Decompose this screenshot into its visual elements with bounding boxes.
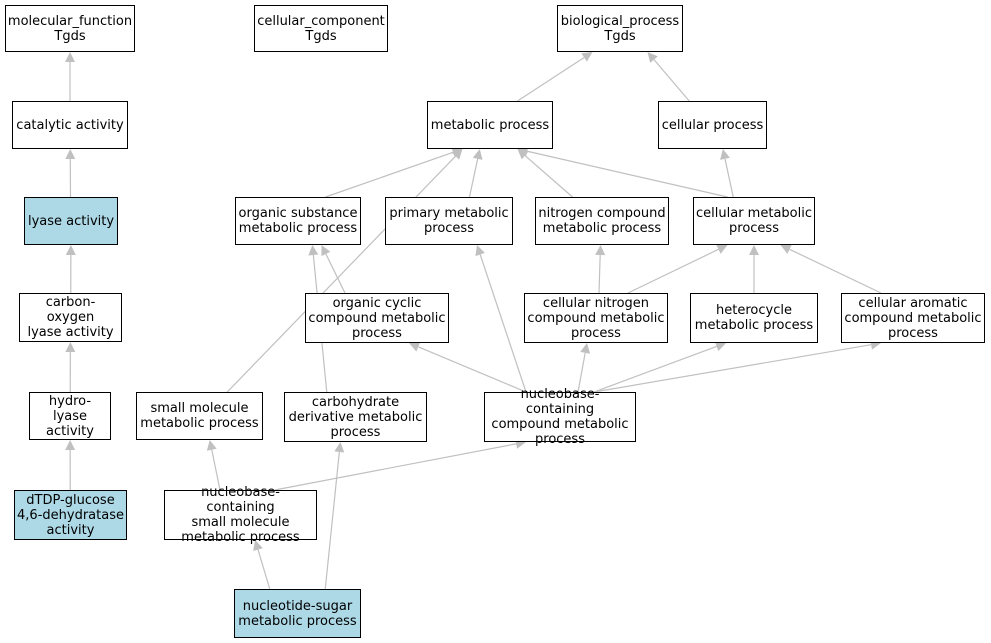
node-carbon-oxygen-lyase-activity[interactable]: carbon-oxygen lyase activity: [19, 293, 122, 342]
arrowhead-hydro_lyase-to-co_lyase: [65, 342, 76, 353]
edge-nucleobase-to-cell_nitrogen: [577, 352, 586, 393]
edge-cellular_proc-to-bp_root: [653, 59, 690, 102]
arrowhead-heterocycle-to-cell_metab: [749, 245, 759, 255]
edge-nucleobase-to-cell_aromatic: [593, 344, 872, 393]
arrowhead-catalytic-to-mf_root: [65, 52, 75, 62]
edge-cell_nitrogen-to-nitrogen: [598, 254, 601, 294]
node-heterocycle-metabolic-process[interactable]: heterocycle metabolic process: [690, 293, 818, 343]
edge-nucleobase-to-primary: [479, 254, 527, 393]
edge-org_cyclic-to-org_subst: [325, 253, 346, 294]
arrowhead-cellular_proc-to-bp_root: [647, 52, 658, 63]
node-nucleobase-containing-compound-metabolic-process[interactable]: nucleobase-containing compound metabolic…: [484, 387, 636, 447]
node-cellular-metabolic-process[interactable]: cellular metabolic process: [693, 197, 815, 245]
node-organic-cyclic-compound-metabolic-process[interactable]: organic cyclic compound metabolic proces…: [305, 293, 449, 343]
edge-nucleobase-to-heterocycle: [593, 345, 717, 393]
edge-nucleobase-to-org_cyclic: [417, 346, 527, 393]
arrowhead-primary-to-metabolic: [472, 149, 483, 160]
arrowhead-cell_nitrogen-to-cell_metab: [716, 244, 728, 254]
edge-cell_nitrogen-to-cell_metab: [627, 248, 719, 294]
arrowhead-dtdp-to-hydro_lyase: [65, 440, 76, 451]
arrowhead-nb_small-to-small_mol: [206, 440, 217, 451]
node-cellular-process[interactable]: cellular process: [658, 101, 767, 149]
edge-primary-to-metabolic: [468, 158, 479, 198]
arrowhead-cell_metab-to-cellular_proc: [720, 149, 730, 160]
arrowhead-cell_nitrogen-to-nitrogen: [595, 245, 606, 256]
node-hydro-lyase-activity[interactable]: hydro-lyase activity: [29, 392, 111, 440]
edge-nb_small-to-nucleobase: [274, 443, 517, 491]
node-cellular-component[interactable]: cellular_component Tgds: [254, 5, 388, 52]
edge-nuc_sugar-to-carb_deriv: [324, 451, 340, 590]
arrowhead-org_cyclic-to-org_subst: [321, 245, 331, 257]
node-nucleotide-sugar-metabolic-process[interactable]: nucleotide-sugar metabolic process: [234, 589, 361, 638]
arrowhead-nucleobase-to-cell_nitrogen: [580, 343, 591, 354]
node-cellular-nitrogen-compound-metabolic-process[interactable]: cellular nitrogen compound metabolic pro…: [524, 293, 668, 343]
node-primary-metabolic-process[interactable]: primary metabolic process: [385, 197, 513, 245]
edge-org_subst-to-metabolic: [325, 151, 454, 198]
edge-nb_small-to-small_mol: [211, 449, 221, 491]
arrowhead-co_lyase-to-lyase: [65, 245, 76, 256]
arrowhead-nucleobase-to-org_cyclic: [409, 342, 421, 352]
edge-small_mol-to-metabolic: [226, 155, 456, 393]
node-small-molecule-metabolic-process[interactable]: small molecule metabolic process: [136, 392, 263, 440]
node-organic-substance-metabolic-process[interactable]: organic substance metabolic process: [235, 197, 361, 245]
arrowhead-carb_deriv-to-org_subst: [308, 245, 319, 256]
arrowhead-nucleobase-to-primary: [475, 245, 485, 257]
arrowhead-small_mol-to-metabolic: [451, 149, 463, 160]
node-biological-process[interactable]: biological_process Tgds: [557, 5, 683, 52]
node-cellular-aromatic-compound-metabolic-process[interactable]: cellular aromatic compound metabolic pro…: [841, 293, 985, 343]
node-molecular-function[interactable]: molecular_function Tgds: [5, 5, 135, 52]
node-nitrogen-compound-metabolic-process[interactable]: nitrogen compound metabolic process: [535, 197, 669, 245]
arrowhead-cell_aromatic-to-cell_metab: [780, 244, 792, 254]
edge-cell_metab-to-metabolic: [527, 150, 728, 198]
arrowhead-nuc_sugar-to-carb_deriv: [334, 442, 345, 453]
arrowhead-nucleobase-to-heterocycle: [714, 341, 726, 352]
edge-nuc_sugar-to-nb_small: [257, 549, 271, 590]
arrowhead-metabolic-to-bp_root: [581, 52, 593, 62]
arrowhead-nuc_sugar-to-nb_small: [253, 540, 263, 552]
node-lyase-activity[interactable]: lyase activity: [24, 197, 118, 245]
node-dtdp-glucose-dehydratase-activity[interactable]: dTDP-glucose 4,6-dehydratase activity: [14, 490, 127, 540]
node-catalytic-activity[interactable]: catalytic activity: [12, 101, 128, 149]
edge-nitrogen-to-metabolic: [524, 155, 573, 198]
node-carbohydrate-derivative-metabolic-process[interactable]: carbohydrate derivative metabolic proces…: [284, 392, 427, 442]
node-nucleobase-containing-small-molecule-metabolic-process[interactable]: nucleobase-containing small molecule met…: [164, 485, 317, 545]
edge-cell_metab-to-cellular_proc: [724, 158, 734, 198]
arrowhead-lyase-to-catalytic: [65, 149, 76, 160]
edge-cell_aromatic-to-cell_metab: [789, 248, 882, 294]
node-metabolic-process[interactable]: metabolic process: [427, 101, 553, 149]
edge-metabolic-to-bp_root: [517, 56, 585, 102]
